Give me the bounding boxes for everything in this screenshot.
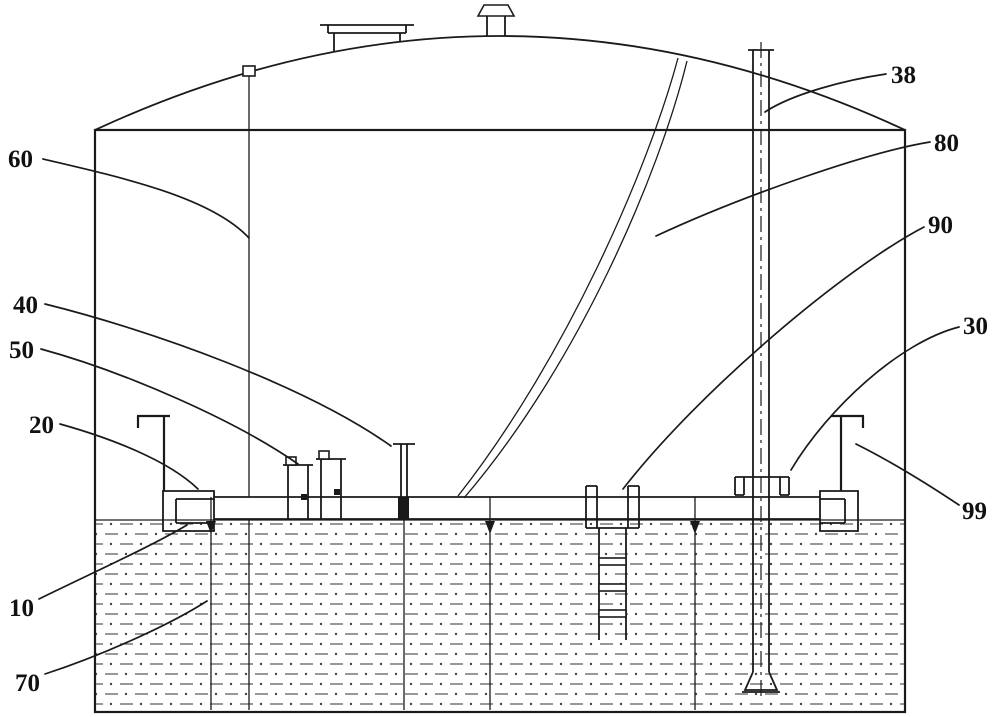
leader-60 — [42, 158, 250, 239]
leader-40 — [44, 303, 392, 447]
leader-38 — [764, 73, 887, 113]
sample-post-socket — [398, 497, 409, 519]
sample-post — [393, 443, 415, 519]
leg-arrow-left — [206, 521, 216, 534]
label-38: 38 — [891, 62, 916, 89]
support-legs — [206, 497, 700, 710]
ladder-rung-3 — [598, 609, 627, 618]
guide-anchor — [242, 65, 256, 77]
roof-vent-stem — [486, 15, 506, 36]
liquid-fill — [96, 521, 904, 711]
roof-hatch — [320, 24, 414, 52]
leader-30 — [790, 326, 960, 471]
label-70: 70 — [15, 670, 40, 697]
label-99: 99 — [962, 498, 987, 525]
label-60: 60 — [8, 146, 33, 173]
leader-80 — [655, 141, 931, 237]
center-pipe — [742, 42, 780, 700]
guide-cable-back — [463, 60, 688, 499]
ladder — [598, 528, 627, 640]
tank-shell — [93, 128, 907, 714]
label-90: 90 — [928, 212, 953, 239]
label-40: 40 — [13, 292, 38, 319]
roof-vent-cap — [476, 4, 516, 17]
leader-50 — [40, 348, 299, 465]
bleeder-vent-b-body — [316, 458, 346, 519]
deck-plates — [214, 496, 820, 520]
leader-lines — [38, 73, 960, 675]
leg-arrow-center — [485, 521, 495, 534]
guide-cable-front — [457, 57, 679, 497]
label-80: 80 — [934, 130, 959, 157]
pipe-funnel — [742, 671, 780, 693]
deck-fittings — [136, 414, 865, 529]
bleeder-vent-b-cap — [318, 450, 330, 460]
bleeder-vent-a-body — [283, 464, 313, 519]
label-20: 20 — [29, 412, 54, 439]
leader-10 — [38, 524, 188, 600]
sample-post-stem — [393, 443, 415, 497]
deck-left-rim — [162, 490, 215, 532]
floating-deck — [162, 490, 859, 532]
roof-fittings — [242, 4, 516, 77]
right-rim-bracket — [831, 414, 865, 491]
pipe-deck-seal — [734, 476, 790, 496]
deck-right-rim — [819, 490, 859, 532]
leader-99 — [855, 443, 960, 506]
bleeder-vent-a — [283, 456, 313, 519]
dome-roof — [94, 35, 906, 131]
bleeder-vent-a-base — [301, 494, 307, 500]
deck-support-box — [585, 485, 640, 529]
leg-lines — [210, 497, 696, 710]
label-10: 10 — [9, 595, 34, 622]
bleeder-vent-a-cap — [285, 456, 297, 466]
reference-labels: 60 40 50 20 10 70 38 80 90 30 99 — [8, 62, 988, 697]
left-rim-bracket — [136, 414, 170, 491]
bleeder-vent-b — [316, 450, 346, 519]
ladder-rung-2 — [598, 583, 627, 592]
guide-cable — [457, 57, 688, 499]
leader-70 — [44, 600, 208, 675]
leg-arrow-right — [690, 521, 700, 534]
leader-90 — [622, 226, 925, 490]
label-50: 50 — [9, 337, 34, 364]
ladder-rung-1 — [598, 557, 627, 566]
leader-20 — [59, 423, 199, 490]
bleeder-vent-b-base — [334, 489, 340, 495]
label-30: 30 — [963, 313, 988, 340]
